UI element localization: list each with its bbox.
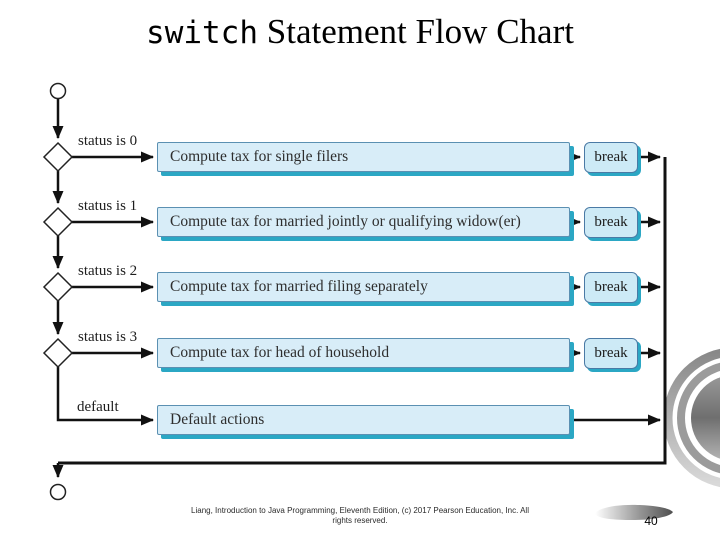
condition-label-2: status is 2 (78, 263, 138, 279)
condition-label-1: status is 1 (78, 198, 138, 214)
condition-label-default: default (77, 399, 119, 415)
break-box-0: break (584, 142, 638, 173)
process-box-action-0: Compute tax for single filers (157, 142, 570, 172)
decision-diamond-status-2 (42, 271, 74, 303)
break-box-1: break (584, 207, 638, 238)
process-box-action-3: Compute tax for head of household (157, 338, 570, 368)
page-title: switch Statement Flow Chart (0, 12, 720, 52)
decision-diamond-status-0 (42, 141, 74, 173)
start-circle (49, 82, 67, 100)
break-box-2: break (584, 272, 638, 303)
process-box-action-1: Compute tax for married jointly or quali… (157, 207, 570, 237)
page-number: 40 (644, 514, 658, 528)
decision-diamond-status-1 (42, 206, 74, 238)
condition-label-0: status is 0 (78, 133, 138, 149)
condition-label-3: status is 3 (78, 329, 138, 345)
break-box-3: break (584, 338, 638, 369)
arrow-default-branch (56, 367, 154, 426)
end-circle (49, 483, 67, 501)
page-number-swoosh (595, 504, 673, 520)
process-box-action-2: Compute tax for married filing separatel… (157, 272, 570, 302)
title-switch-keyword: switch (146, 15, 259, 51)
process-box-default-action: Default actions (157, 405, 570, 435)
decision-diamond-status-3 (42, 337, 74, 369)
decorative-arcs (663, 348, 720, 488)
exit-rail-line (58, 157, 667, 465)
copyright-footer-line1: Liang, Introduction to Java Programming,… (191, 506, 529, 515)
title-rest-text: Statement Flow Chart (258, 12, 574, 51)
connector-lines (52, 99, 667, 478)
copyright-footer: Liang, Introduction to Java Programming,… (120, 506, 600, 527)
copyright-footer-line2: rights reserved. (332, 516, 388, 526)
